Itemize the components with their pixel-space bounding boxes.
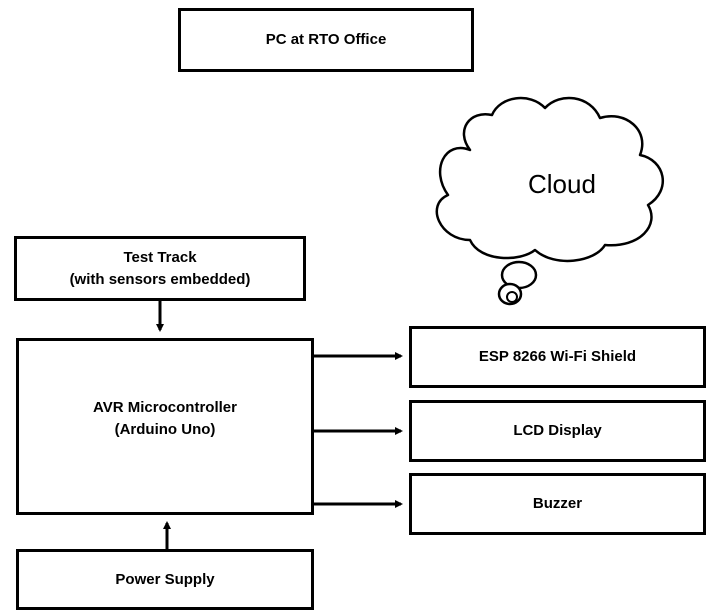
pc-at-rto-office-box: PC at RTO Office [178,8,474,72]
buzzer-box: Buzzer [409,473,706,535]
cloud-label: Cloud [528,169,596,199]
esp-wifi-shield-box: ESP 8266 Wi-Fi Shield [409,326,706,388]
power-supply-box: Power Supply [16,549,314,610]
buzzer-label: Buzzer [532,495,583,512]
power-supply-label: Power Supply [115,570,215,588]
test-track-box: Test Track (with sensors embedded) [14,236,306,301]
esp-shield-label: ESP 8266 Wi-Fi Shield [478,348,637,365]
microcontroller-title: AVR Microcontroller [93,399,237,416]
thought-bubble-small [506,291,518,303]
microcontroller-box: AVR Microcontroller (Arduino Uno) [16,338,314,515]
pc-box-label: PC at RTO Office [265,31,387,48]
lcd-label: LCD Display [513,422,602,439]
test-track-subtitle: (with sensors embedded) [69,270,251,288]
cloud-shape [435,96,664,263]
microcontroller-subtitle: (Arduino Uno) [114,421,216,438]
test-track-title: Test Track [123,248,197,266]
lcd-display-box: LCD Display [409,400,706,462]
